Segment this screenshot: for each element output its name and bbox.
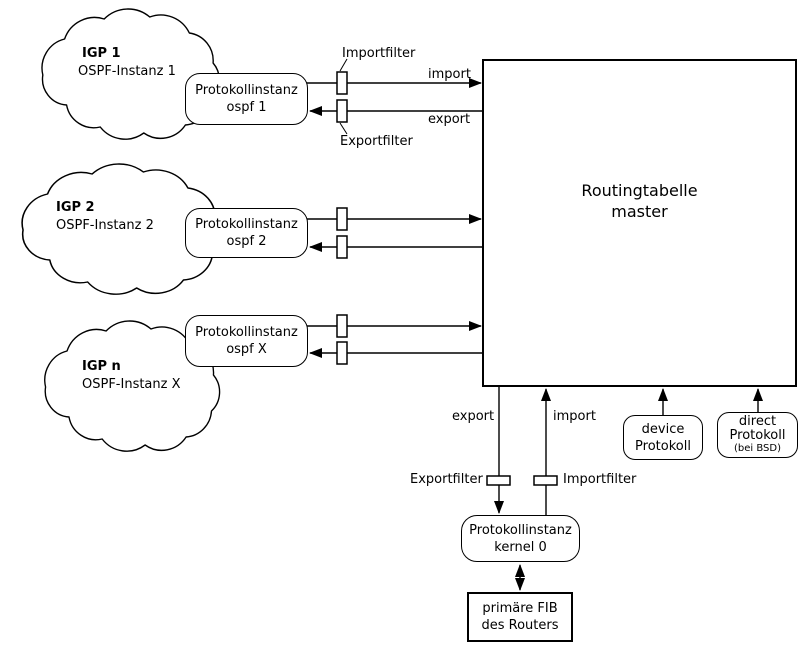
- protocol-box-kernel-line2: kernel 0: [494, 539, 547, 555]
- igp-cloud-3-label: IGP n OSPF-Instanz X: [82, 358, 181, 394]
- routing-table-line1: Routingtabelle: [581, 181, 698, 200]
- igp-cloud-1-label: IGP 1 OSPF-Instanz 1: [78, 45, 176, 81]
- import-filter-icon-3: [336, 314, 348, 338]
- direct-protocol-line2: Protokoll: [729, 428, 786, 443]
- export-filter-icon-3: [336, 341, 348, 365]
- direct-protocol-line3: (bei BSD): [734, 443, 781, 454]
- direct-protocol-line1: direct: [738, 414, 777, 429]
- protocol-box-ospf-1-line2: ospf 1: [226, 100, 267, 115]
- device-protocol-line2: Protokoll: [635, 438, 691, 454]
- igp-2-title: IGP 2: [56, 200, 95, 215]
- routing-table-master-title: Routingtabelle master: [484, 180, 795, 222]
- fib-line1: primäre FIB: [482, 601, 558, 616]
- import-filter-icon-1: [336, 71, 348, 95]
- direct-protocol-box: direct Protokoll (bei BSD): [717, 412, 798, 458]
- import-filter-icon-2: [336, 207, 348, 231]
- routing-table-master-box: Routingtabelle master: [482, 59, 797, 387]
- importfilter-label-top: Importfilter: [342, 46, 416, 61]
- export-filter-icon-2: [336, 235, 348, 259]
- fib-line2: des Routers: [481, 618, 559, 633]
- exportfilter-leader-line: [339, 122, 348, 135]
- protocol-box-ospf-x-line1: Protokollinstanz: [195, 325, 298, 340]
- protocol-box-ospf-x-line2: ospf X: [226, 342, 267, 357]
- igp-1-subtitle: OSPF-Instanz 1: [78, 64, 176, 79]
- device-protocol-line1: device: [641, 421, 685, 437]
- device-protocol-box: device Protokoll: [623, 415, 703, 460]
- protocol-box-ospf-2: Protokollinstanz ospf 2: [185, 208, 308, 258]
- exportfilter-label-bottom: Exportfilter: [410, 472, 483, 487]
- importfilter-label-bottom: Importfilter: [563, 472, 637, 487]
- exportfilter-label-top: Exportfilter: [340, 134, 413, 149]
- import-label-bottom: import: [553, 409, 596, 424]
- export-label-top: export: [428, 112, 471, 127]
- protocol-box-kernel: Protokollinstanz kernel 0: [461, 515, 580, 562]
- igp-1-title: IGP 1: [82, 46, 121, 61]
- importfilter-leader-line: [339, 58, 348, 72]
- export-filter-icon-kernel: [486, 475, 511, 486]
- protocol-box-ospf-2-line1: Protokollinstanz: [195, 217, 298, 232]
- igp-cloud-2-label: IGP 2 OSPF-Instanz 2: [56, 199, 154, 235]
- protocol-box-ospf-1-line1: Protokollinstanz: [195, 83, 298, 98]
- igp-2-subtitle: OSPF-Instanz 2: [56, 218, 154, 233]
- fib-box: primäre FIB des Routers: [467, 592, 573, 642]
- igp-n-subtitle: OSPF-Instanz X: [82, 377, 181, 392]
- export-label-bottom: export: [452, 409, 495, 424]
- import-label-top: import: [428, 67, 471, 82]
- import-filter-icon-kernel: [533, 475, 558, 486]
- protocol-box-ospf-x: Protokollinstanz ospf X: [185, 315, 308, 367]
- igp-n-title: IGP n: [82, 359, 121, 374]
- routing-table-line2: master: [611, 202, 668, 221]
- protocol-box-ospf-2-line2: ospf 2: [226, 234, 267, 249]
- export-filter-icon-1: [336, 99, 348, 123]
- protocol-box-ospf-1: Protokollinstanz ospf 1: [185, 73, 308, 125]
- protocol-box-kernel-line1: Protokollinstanz: [469, 522, 572, 538]
